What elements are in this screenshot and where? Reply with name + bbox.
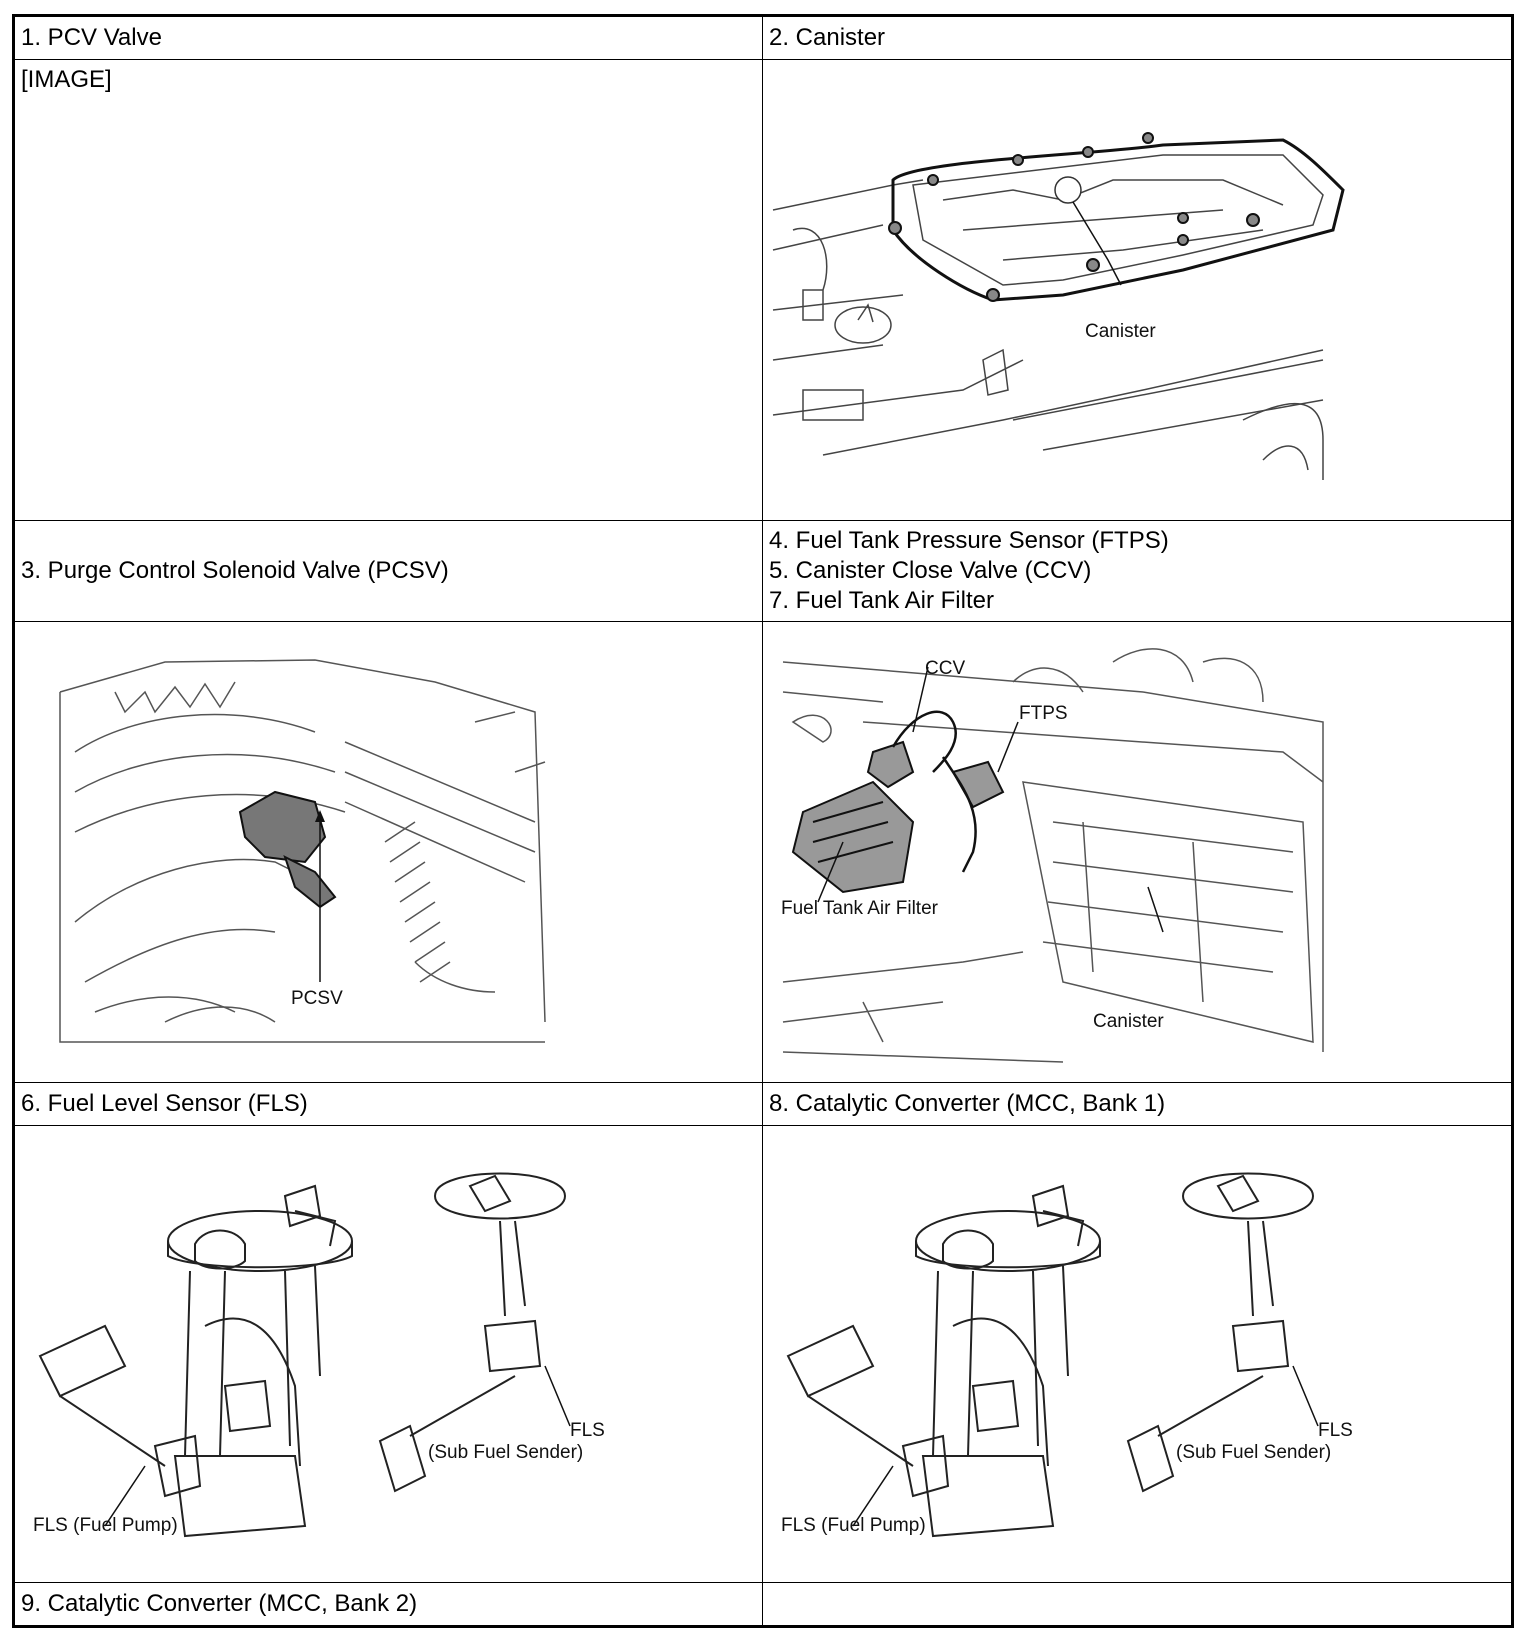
- fls-sub-label-1: FLS: [570, 1420, 605, 1441]
- cell-ftps-ccv-filter-header: 4. Fuel Tank Pressure Sensor (FTPS) 5. C…: [762, 520, 1513, 622]
- air-filter-label: Fuel Tank Air Filter: [781, 898, 939, 919]
- ftps-label: FTPS: [1019, 703, 1068, 724]
- cell-canister-header: 2. Canister: [762, 15, 1513, 60]
- canister-illustration: Canister: [772, 132, 1345, 480]
- cell-canister-image: Canister: [762, 59, 1513, 521]
- cell-pcsv-header: 3. Purge Control Solenoid Valve (PCSV): [13, 520, 763, 622]
- header-line-ftps: 4. Fuel Tank Pressure Sensor (FTPS): [769, 527, 1169, 554]
- pcsv-illustration: PCSV: [59, 659, 546, 1043]
- cell-ftps-ccv-image: CCV FTPS Fuel Tank Air Filter Canister: [762, 621, 1513, 1083]
- header-line-air-filter: 7. Fuel Tank Air Filter: [769, 587, 994, 614]
- fls-pump-label: FLS (Fuel Pump): [33, 1515, 178, 1536]
- pcsv-label: PCSV: [291, 988, 343, 1009]
- fls-sub-label-1-copy: FLS: [1318, 1420, 1353, 1441]
- fls-sub-label-2-copy: (Sub Fuel Sender): [1176, 1442, 1331, 1463]
- canister-label-2: Canister: [1093, 1011, 1164, 1032]
- image-placeholder: [IMAGE]: [21, 66, 112, 93]
- cell-mcc-bank1-header: 8. Catalytic Converter (MCC, Bank 1): [762, 1082, 1513, 1126]
- components-table: 1. PCV Valve 2. Canister [IMAGE]: [12, 14, 1514, 1628]
- cell-pcsv-image: PCSV: [13, 621, 763, 1083]
- cell-pcv-valve-header: 1. PCV Valve: [13, 15, 763, 60]
- cell-mcc-bank1-image: FLS (Fuel Pump) FLS (Sub Fuel Sender): [762, 1125, 1513, 1583]
- fls-sub-label-2: (Sub Fuel Sender): [428, 1442, 583, 1463]
- fls-illustration-right: FLS (Fuel Pump) FLS (Sub Fuel Sender): [781, 1172, 1353, 1538]
- cell-pcv-valve-image: [IMAGE]: [13, 59, 763, 521]
- ftps-ccv-illustration: CCV FTPS Fuel Tank Air Filter Canister: [781, 648, 1324, 1063]
- cell-empty: [762, 1582, 1513, 1627]
- cell-fls-image: FLS (Fuel Pump) FLS (Sub Fuel Sender): [13, 1125, 763, 1583]
- fls-pump-label-copy: FLS (Fuel Pump): [781, 1515, 926, 1536]
- ccv-label: CCV: [925, 658, 965, 679]
- cell-fls-header: 6. Fuel Level Sensor (FLS): [13, 1082, 763, 1126]
- header-line-ccv: 5. Canister Close Valve (CCV): [769, 557, 1092, 584]
- canister-label: Canister: [1085, 321, 1156, 342]
- fls-illustration-left: FLS (Fuel Pump) FLS (Sub Fuel Sender): [33, 1172, 605, 1538]
- cell-mcc-bank2-header: 9. Catalytic Converter (MCC, Bank 2): [13, 1582, 763, 1627]
